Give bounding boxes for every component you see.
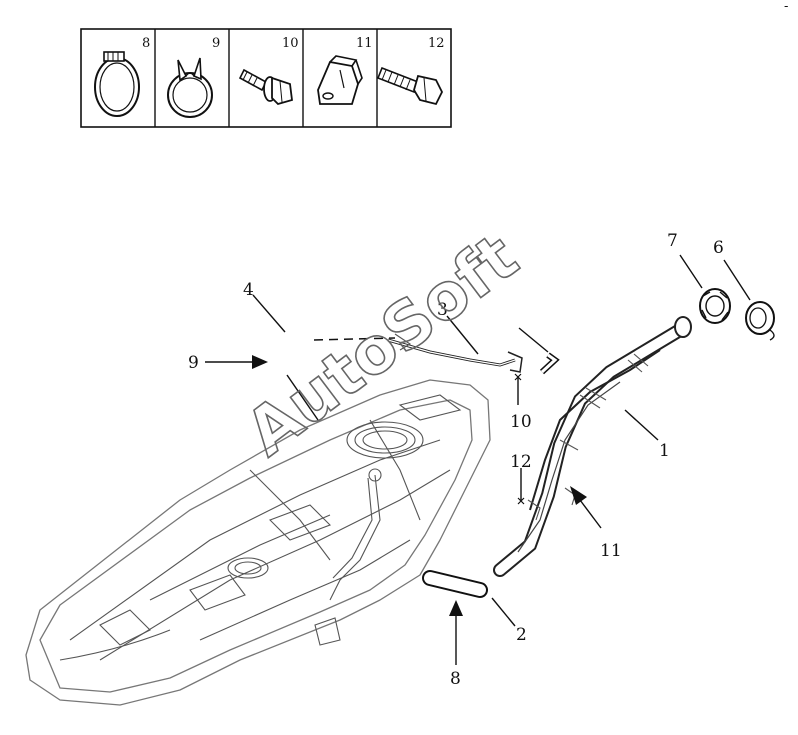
hex-bolt-icon <box>376 66 444 106</box>
legend-num-10: 10 <box>282 36 299 51</box>
callout-4: 4 <box>243 280 254 300</box>
callout-11: 11 <box>600 541 622 561</box>
part-4-hose <box>265 335 312 370</box>
callout-10: 10 <box>510 412 532 432</box>
legend-num-12: 12 <box>428 36 445 51</box>
fastener-legend-table: 8 9 10 11 12 <box>80 28 452 128</box>
legend-num-9: 9 <box>212 36 220 51</box>
callout-9: 9 <box>188 353 199 373</box>
spring-clamp-icon <box>167 57 213 118</box>
part-1-filler-neck <box>493 316 692 577</box>
callout-7: 7 <box>667 231 678 251</box>
callout-12: 12 <box>510 452 532 472</box>
legend-num-11: 11 <box>356 36 373 51</box>
arrow-11 <box>570 486 587 505</box>
flanged-bolt-icon <box>238 68 293 106</box>
callout-6: 6 <box>713 238 724 258</box>
dashed-connector <box>313 337 396 341</box>
corner-mark: - <box>784 0 788 14</box>
hose-clamp-icon <box>94 51 140 117</box>
fuel-tank <box>25 379 491 706</box>
legend-num-8: 8 <box>142 36 150 51</box>
part-7-cap-seat <box>699 288 731 324</box>
callout-numbers: 1 2 3 4 6 7 8 9 10 11 12 <box>188 231 724 689</box>
callout-2: 2 <box>516 625 527 645</box>
bracket-icon <box>317 55 363 105</box>
arrow-8 <box>449 600 463 616</box>
callout-3: 3 <box>437 300 448 320</box>
part-2-hose <box>422 570 488 598</box>
leader-lines <box>205 254 751 665</box>
part-3-vapor-tube <box>387 333 560 375</box>
callout-1: 1 <box>659 441 670 461</box>
callout-8: 8 <box>450 669 461 689</box>
arrow-9 <box>252 355 268 369</box>
part-6-fuel-cap <box>745 301 775 341</box>
